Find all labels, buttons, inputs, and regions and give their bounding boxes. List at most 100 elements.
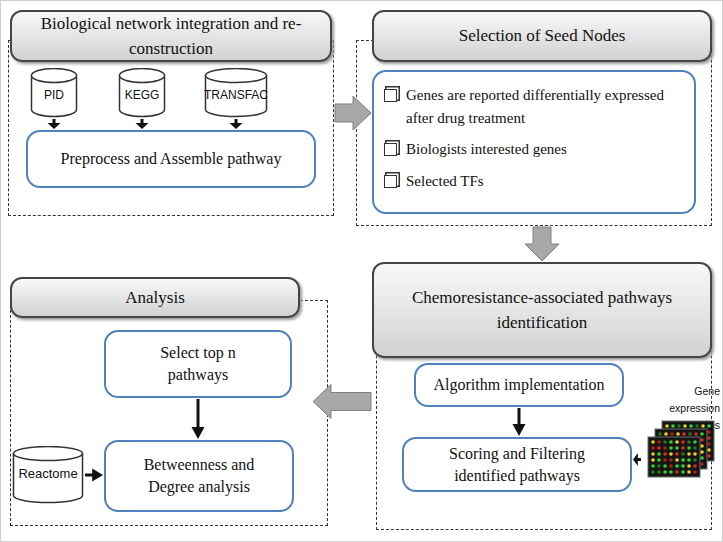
flow-arrow [85,469,103,482]
cylinder-top [32,69,77,83]
stage-header: Biological network integration and re-co… [10,10,332,62]
microarray-spot [657,440,661,444]
arrow-head [633,453,638,466]
microarray-spot [700,438,704,442]
microarray-spot [693,464,697,468]
microarray-spot [707,448,711,452]
flow-arrow [513,408,526,436]
microarray-spot [681,464,685,468]
box-text: Betweenness and Degree analysis [134,454,264,497]
database-label: PID [30,88,78,102]
cylinder-top [14,447,83,461]
stage-group: Selection of Seed NodesGenes are reporte… [356,10,712,226]
database-cylinder: TRANSFAC [204,68,268,118]
microarray-spot [658,432,662,436]
microarray-spot [682,432,686,436]
process-box: Select top n pathways [104,330,292,398]
database-label: Reactome [12,466,84,481]
flow-arrow [192,399,205,439]
list-item: Selected TFs [384,170,686,193]
microarray-spot [681,446,685,450]
box-text: Algorithm implementation [433,374,604,396]
microarray-spot [669,464,673,468]
microarray-spot [669,440,673,444]
microarray-spot [687,470,691,474]
arrow-head [136,123,149,129]
flow-arrow [633,453,641,466]
microarray-spot [669,470,673,474]
block-arrow [335,96,371,130]
microarray-spot [700,432,704,436]
microarray-spot [700,444,704,448]
box-text: Select top n pathways [148,342,248,385]
microarray-spot [687,464,691,468]
arrow-shaft [197,399,200,429]
microarray-spot [663,446,667,450]
stage-title: Selection of Seed Nodes [459,23,626,49]
microarray-spot [688,432,692,436]
dashed-group-frame [8,40,334,216]
arrow-head [192,427,205,439]
microarray-spot [657,470,661,474]
microarray-spot [689,424,693,428]
microarray-spot [675,470,679,474]
stage-title: Biological network integration and re-co… [26,11,316,62]
microarray-spot [675,458,679,462]
microarray-spot [671,424,675,428]
microarray-spot [651,464,655,468]
microarray-spot [675,446,679,450]
arrow-shaft [235,119,238,124]
flow-arrow [136,119,149,129]
flow-arrow [48,119,61,129]
database-cylinder: PID [30,68,78,118]
microarray-spot [707,454,711,458]
arrow-head [513,424,526,436]
microarray-spot [695,424,699,428]
microarray-spot [700,462,704,466]
microarray-spot [707,430,711,434]
list-item: Biologists interested genes [384,138,686,161]
microarray-spot [669,458,673,462]
arrow-shaft [85,474,94,477]
seed-list-box: Genes are reported differentially expres… [372,70,696,214]
stage-header: Chemoresistance-associated pathways iden… [372,262,712,358]
box-text: Scoring and Filtering identified pathway… [422,443,612,486]
microarray-spot [700,450,704,454]
microarray-spot [657,458,661,462]
arrow-shaft [53,119,56,124]
microarray-spot [663,440,667,444]
microarray-spot [693,446,697,450]
arrow-shaft [141,119,144,124]
stage-header: Analysis [10,277,300,318]
stage-group: Chemoresistance-associated pathways iden… [372,262,712,530]
microarray-spot [681,458,685,462]
process-box: Betweenness and Degree analysis [104,440,294,512]
microarray-spot [657,452,661,456]
expression-image: Gene expression values [642,383,720,482]
microarray-spot [664,432,668,436]
database-label: KEGG [118,88,166,102]
microarray-spot [687,446,691,450]
microarray-spot [683,424,687,428]
microarray-spot [693,470,697,474]
stage-header: Selection of Seed Nodes [372,10,712,62]
microarray-spot [657,464,661,468]
list-text: Genes are reported differentially expres… [406,84,686,129]
stage-flow-arrow [525,227,559,261]
arrow-head [230,123,243,129]
microarray-spot [675,464,679,468]
arrow-shaft [637,458,641,461]
microarray-spot [707,436,711,440]
block-arrow [313,385,371,419]
stage-group: AnalysisSelect top n pathwaysReactome Bet… [10,277,328,526]
microarray-spot [693,452,697,456]
microarray-spot [665,424,669,428]
microarray-slide [648,437,700,477]
process-box: Preprocess and Assemble pathway [26,130,316,188]
microarray-spot [681,470,685,474]
microarray-spot [681,452,685,456]
microarray-spot [700,456,704,460]
microarray-spot [651,458,655,462]
stage-title: Chemoresistance-associated pathways iden… [388,285,696,336]
